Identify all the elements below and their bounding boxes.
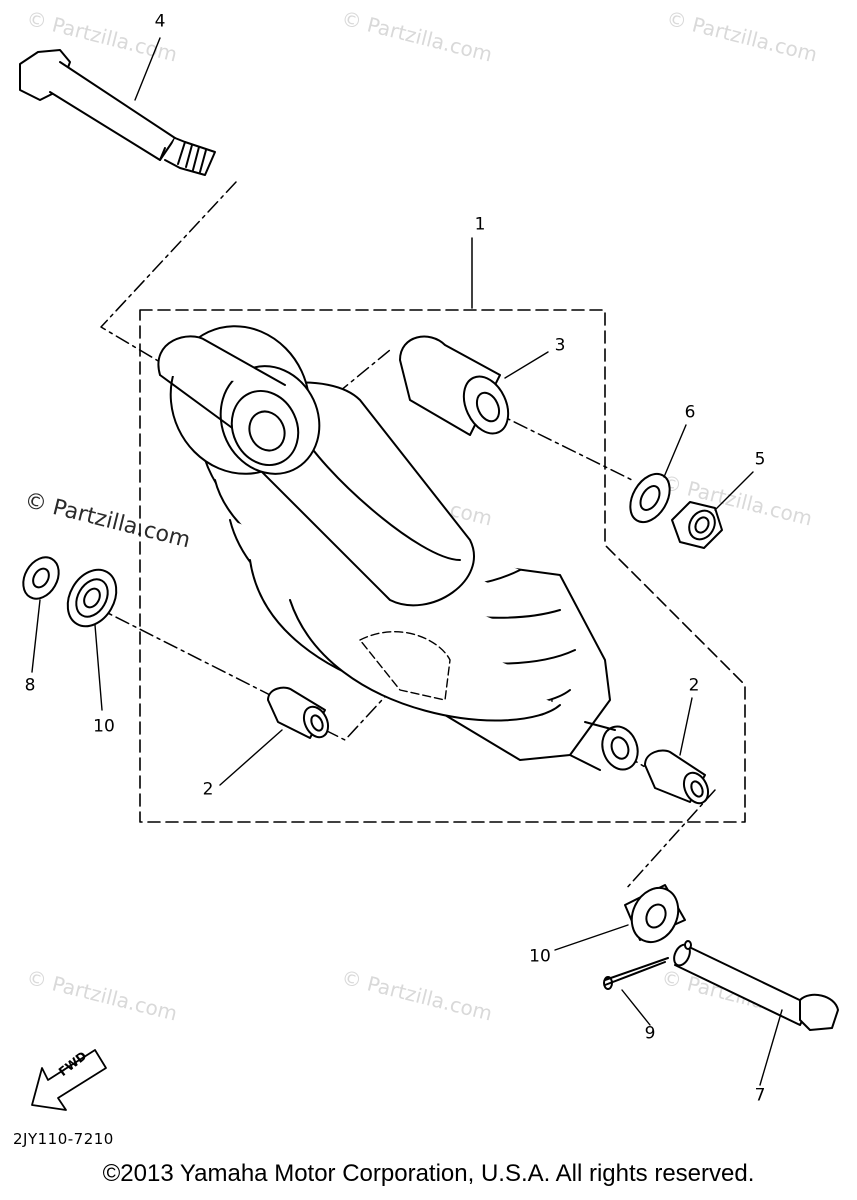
leader-6 [663,424,687,478]
callout-5: 5 [754,449,766,470]
leader-9 [621,989,651,1026]
leader-3 [504,351,549,379]
callout-4: 4 [154,11,166,32]
callout-1: 1 [474,214,486,235]
leader-5 [714,471,754,511]
callout-2-left: 2 [202,779,214,800]
leader-8 [31,599,41,673]
collar-3 [399,335,510,436]
leader-7 [759,1009,783,1086]
washer-8 [22,556,60,600]
callout-6: 6 [684,402,696,423]
assembly-line-left-collar [91,604,281,701]
assembly-line-lower-mount [324,647,431,741]
shock-absorber [157,325,639,771]
callout-10-left: 10 [93,716,115,737]
assembly-line-upper-washer [489,409,633,481]
callout-7: 7 [754,1085,766,1106]
callout-2-right: 2 [688,675,700,696]
callout-3: 3 [554,335,566,356]
oil-seal-10-lower [624,884,686,944]
assembly-boundary [139,309,746,823]
washer-6 [629,472,671,524]
oil-seal-10-left [66,568,118,628]
fwd-arrow-icon [31,1049,107,1111]
diagram-code: 2JY110-7210 [13,1130,114,1148]
leader-4 [134,37,161,101]
assembly-line-lower-bolt [624,789,716,891]
leader-10b [554,924,629,951]
nut-5 [671,501,723,549]
pin-bolt-7 [673,940,839,1031]
collar-2-left [267,686,330,739]
bolt-4 [19,49,216,176]
cotter-pin-9 [603,957,669,990]
callout-10-lower: 10 [529,946,551,967]
assembly-line-bolt-upper [100,181,237,363]
collar-2-right [644,749,710,805]
callout-8: 8 [24,675,36,696]
callout-9: 9 [644,1023,656,1044]
copyright-notice: ©2013 Yamaha Motor Corporation, U.S.A. A… [102,1160,755,1187]
leader-2a [219,729,283,786]
leader-10a [94,624,103,711]
leader-2b [679,697,693,756]
